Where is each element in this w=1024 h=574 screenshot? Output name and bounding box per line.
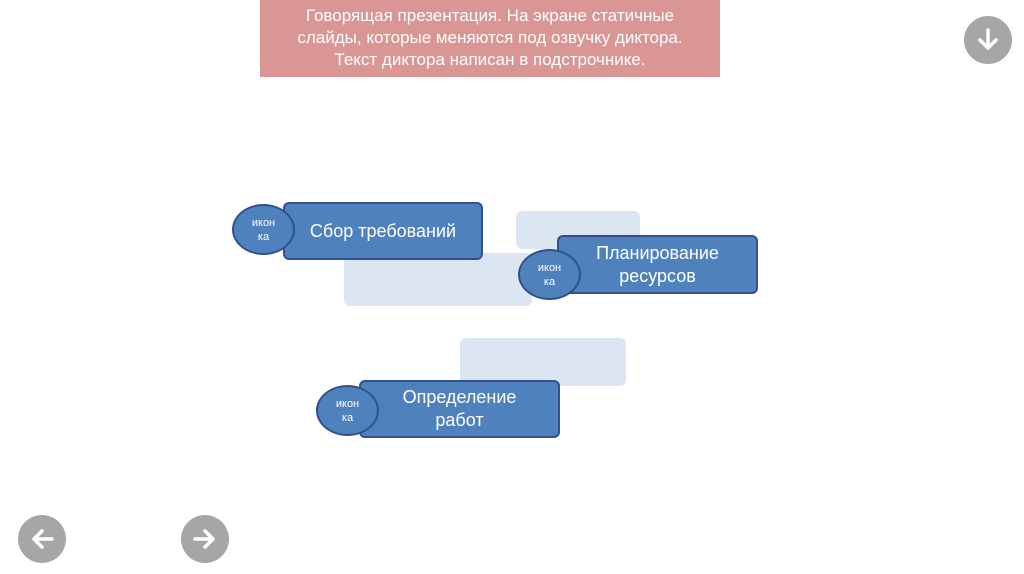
step-work-definition-label-2: работ bbox=[435, 410, 484, 430]
speaker-note-line-1: Говорящая презентация. На экране статичн… bbox=[305, 6, 675, 25]
step-requirements[interactable]: Сбор требований bbox=[283, 202, 483, 260]
arrow-down-icon bbox=[978, 28, 998, 50]
icon-placeholder-text: икон bbox=[537, 261, 562, 274]
next-slide-button[interactable] bbox=[181, 515, 229, 563]
speaker-note-line-3: Текст диктора написан в подстрочнике. bbox=[334, 50, 646, 69]
scroll-down-button[interactable] bbox=[964, 16, 1012, 64]
ghost-block-3 bbox=[460, 338, 626, 386]
icon-placeholder-text: икон bbox=[335, 397, 360, 410]
icon-placeholder-text: ка bbox=[257, 230, 270, 243]
arrow-left-icon bbox=[32, 529, 54, 549]
step-resource-planning-label-2: ресурсов bbox=[619, 265, 696, 286]
step-work-definition[interactable]: Определение работ bbox=[359, 380, 560, 438]
step-requirements-label: Сбор требований bbox=[309, 220, 457, 241]
speaker-note-line-2: слайды, которые меняются под озвучку дик… bbox=[297, 28, 683, 47]
previous-slide-button[interactable] bbox=[18, 515, 66, 563]
speaker-note-box: Говорящая презентация. На экране статичн… bbox=[260, 0, 720, 77]
ghost-block-2 bbox=[344, 253, 532, 306]
step-resource-planning-label-1: Планирование bbox=[596, 242, 719, 263]
step-work-definition-icon: икон ка bbox=[316, 385, 379, 436]
step-resource-planning-icon: икон ка bbox=[518, 249, 581, 300]
icon-placeholder-text: икон bbox=[251, 216, 276, 229]
step-requirements-icon: икон ка bbox=[232, 204, 295, 255]
icon-placeholder-text: ка bbox=[341, 411, 354, 424]
step-resource-planning[interactable]: Планирование ресурсов bbox=[557, 235, 758, 294]
icon-placeholder-text: ка bbox=[543, 275, 556, 288]
step-work-definition-label-1: Определение bbox=[402, 387, 517, 407]
arrow-right-icon bbox=[193, 529, 215, 549]
